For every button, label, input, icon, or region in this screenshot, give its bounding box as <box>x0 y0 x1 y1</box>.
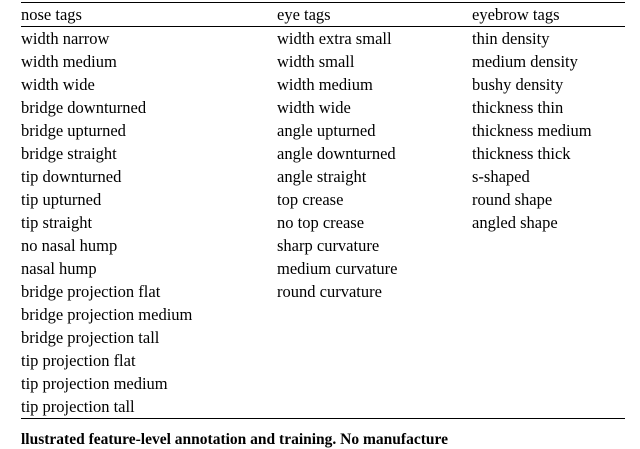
eye-tag-cell <box>277 395 472 418</box>
eye-tag-cell: sharp curvature <box>277 236 380 255</box>
eyebrow-tag-cell: bushy density <box>472 75 564 94</box>
column-header-nose-tags: nose tags <box>21 5 82 24</box>
eyebrow-tag-cell: angled shape <box>472 213 558 232</box>
tag-table: nose tags eye tags eyebrow tags <box>21 3 625 26</box>
eye-tag-cell: no top crease <box>277 213 365 232</box>
table-row: tip projection flat <box>21 349 625 372</box>
eye-tag-cell <box>277 303 472 326</box>
eye-tag-cell <box>277 326 472 349</box>
eyebrow-tag-cell: thickness thick <box>472 144 571 163</box>
eyebrow-tag-cell <box>472 349 625 372</box>
table-row: tip upturned top crease round shape <box>21 188 625 211</box>
eye-tag-cell: round curvature <box>277 282 382 301</box>
table-row: width narrow width extra small thin dens… <box>21 27 625 50</box>
eyebrow-tag-cell <box>472 303 625 326</box>
eyebrow-tag-cell: round shape <box>472 190 553 209</box>
eye-tag-cell <box>277 349 472 372</box>
eyebrow-tag-cell: thickness thin <box>472 98 564 117</box>
nose-tag-cell: bridge downturned <box>21 98 147 117</box>
eye-tag-cell: angle straight <box>277 167 367 186</box>
table-row: tip downturned angle straight s-shaped <box>21 165 625 188</box>
table-row: width medium width small medium density <box>21 50 625 73</box>
column-header-eye-tags: eye tags <box>277 5 331 24</box>
table-rule-header-separator <box>21 26 625 27</box>
eye-tag-cell: width medium <box>277 75 373 94</box>
eyebrow-tag-cell <box>472 280 625 303</box>
eyebrow-tag-cell <box>472 257 625 280</box>
nose-tag-cell: tip straight <box>21 213 93 232</box>
tag-table-container: nose tags eye tags eyebrow tags width na… <box>21 2 625 419</box>
eyebrow-tag-cell <box>472 326 625 349</box>
table-row: bridge projection tall <box>21 326 625 349</box>
nose-tag-cell: tip projection flat <box>21 351 136 370</box>
eye-tag-cell: angle upturned <box>277 121 376 140</box>
table-rule-top <box>21 2 625 3</box>
eye-tag-cell: width small <box>277 52 355 71</box>
nose-tag-cell: tip upturned <box>21 190 102 209</box>
table-header-row: nose tags eye tags eyebrow tags <box>21 3 625 26</box>
table-row: bridge upturned angle upturned thickness… <box>21 119 625 142</box>
eyebrow-tag-cell: thin density <box>472 29 550 48</box>
nose-tag-cell: bridge straight <box>21 144 117 163</box>
eyebrow-tag-cell: s-shaped <box>472 167 530 186</box>
table-row: bridge straight angle downturned thickne… <box>21 142 625 165</box>
table-row: tip projection tall <box>21 395 625 418</box>
figure-caption: llustrated feature-level annotation and … <box>21 431 448 448</box>
table-rule-bottom <box>21 418 625 419</box>
eyebrow-tag-cell <box>472 372 625 395</box>
table-row: width wide width medium bushy density <box>21 73 625 96</box>
nose-tag-cell: tip projection tall <box>21 397 135 416</box>
nose-tag-cell: tip projection medium <box>21 374 168 393</box>
nose-tag-cell: nasal hump <box>21 259 97 278</box>
table-row: bridge downturned width wide thickness t… <box>21 96 625 119</box>
table-row: nasal hump medium curvature <box>21 257 625 280</box>
nose-tag-cell: tip downturned <box>21 167 122 186</box>
table-row: tip straight no top crease angled shape <box>21 211 625 234</box>
tag-table-body: width narrow width extra small thin dens… <box>21 27 625 418</box>
nose-tag-cell: width narrow <box>21 29 110 48</box>
table-row: no nasal hump sharp curvature <box>21 234 625 257</box>
eyebrow-tag-cell: medium density <box>472 52 578 71</box>
eyebrow-tag-cell <box>472 234 625 257</box>
eye-tag-cell: top crease <box>277 190 344 209</box>
nose-tag-cell: bridge projection medium <box>21 305 193 324</box>
nose-tag-cell: width medium <box>21 52 117 71</box>
nose-tag-cell: bridge projection flat <box>21 282 161 301</box>
nose-tag-cell: bridge upturned <box>21 121 126 140</box>
nose-tag-cell: width wide <box>21 75 95 94</box>
table-body: width narrow width extra small thin dens… <box>21 27 625 418</box>
eye-tag-cell: angle downturned <box>277 144 396 163</box>
table-row: bridge projection medium <box>21 303 625 326</box>
eye-tag-cell <box>277 372 472 395</box>
eye-tag-cell: width wide <box>277 98 351 117</box>
nose-tag-cell: bridge projection tall <box>21 328 160 347</box>
table-row: bridge projection flat round curvature <box>21 280 625 303</box>
column-header-eyebrow-tags: eyebrow tags <box>472 5 560 24</box>
table-row: tip projection medium <box>21 372 625 395</box>
nose-tag-cell: no nasal hump <box>21 236 118 255</box>
eyebrow-tag-cell: thickness medium <box>472 121 592 140</box>
eye-tag-cell: medium curvature <box>277 259 398 278</box>
eyebrow-tag-cell <box>472 395 625 418</box>
eye-tag-cell: width extra small <box>277 29 392 48</box>
